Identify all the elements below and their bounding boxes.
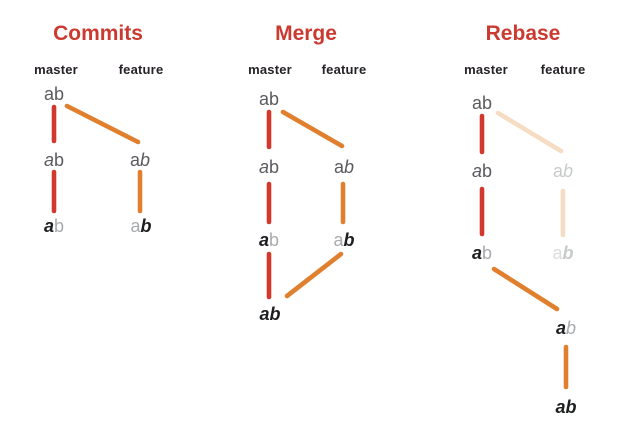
letter-b: b (482, 243, 493, 263)
commit-node: ab (44, 85, 64, 103)
commit-node: ab (472, 94, 492, 112)
letter-a: a (259, 304, 270, 324)
branch-label-master: master (248, 62, 292, 77)
commit-node: ab (472, 244, 492, 262)
letter-a: a (333, 230, 344, 250)
letter-b: b (269, 230, 280, 250)
rebased-commit-node: ab (556, 319, 576, 337)
commit-node: ab (259, 158, 279, 176)
letter-a: a (333, 157, 344, 177)
letter-a: a (43, 150, 54, 170)
old-commit-node: ab (552, 244, 573, 262)
branch-off-edge (64, 103, 141, 145)
branch-label-feature: feature (321, 62, 367, 77)
commit-node: ab (130, 151, 150, 169)
letter-a: a (555, 397, 566, 417)
branch-label-feature: feature (540, 62, 586, 77)
letter-a: a (130, 216, 141, 236)
letter-a: a (552, 161, 563, 181)
letter-a: a (129, 150, 140, 170)
letter-a: a (258, 230, 269, 250)
letter-b: b (54, 84, 65, 104)
commit-node: ab (44, 151, 64, 169)
letter-b: b (563, 161, 574, 181)
branch-label-feature: feature (118, 62, 164, 77)
letter-a: a (555, 318, 566, 338)
letter-b: b (269, 89, 280, 109)
commit-node: ab (334, 158, 354, 176)
letter-a: a (258, 157, 269, 177)
panel-title: Rebase (485, 22, 561, 45)
letter-b: b (54, 216, 65, 236)
letter-b: b (562, 243, 574, 263)
branch-label-master: master (464, 62, 508, 77)
commit-node: ab (130, 217, 151, 235)
rebased-commit-node: ab (555, 398, 576, 416)
old-commit-node: ab (553, 162, 573, 180)
letter-b: b (140, 150, 151, 170)
commit-node: ab (333, 231, 354, 249)
letter-a: a (552, 243, 563, 263)
rebase-edge (491, 266, 560, 312)
letter-b: b (482, 161, 493, 181)
merge-commit-node: ab (259, 305, 280, 323)
panel-title: Merge (275, 22, 337, 45)
letter-b: b (269, 304, 281, 324)
letter-b: b (343, 230, 355, 250)
letter-a: a (471, 243, 482, 263)
old-branch-off-edge (495, 110, 564, 154)
letter-b: b (344, 157, 355, 177)
letter-a: a (43, 216, 54, 236)
letter-b: b (54, 150, 65, 170)
merge-edge (284, 251, 344, 299)
commit-node: ab (472, 162, 492, 180)
letter-b: b (482, 93, 493, 113)
letter-b: b (140, 216, 152, 236)
letter-b: b (565, 397, 577, 417)
commit-node: ab (259, 231, 279, 249)
letter-a: a (258, 89, 269, 109)
panel-title: Commits (53, 22, 143, 45)
branch-label-master: master (34, 62, 78, 77)
letter-b: b (269, 157, 280, 177)
commit-node: ab (259, 90, 279, 108)
letter-a: a (471, 93, 482, 113)
letter-a: a (471, 161, 482, 181)
letter-b: b (566, 318, 577, 338)
commit-node: ab (44, 217, 64, 235)
branch-off-edge (280, 109, 345, 149)
letter-a: a (43, 84, 54, 104)
